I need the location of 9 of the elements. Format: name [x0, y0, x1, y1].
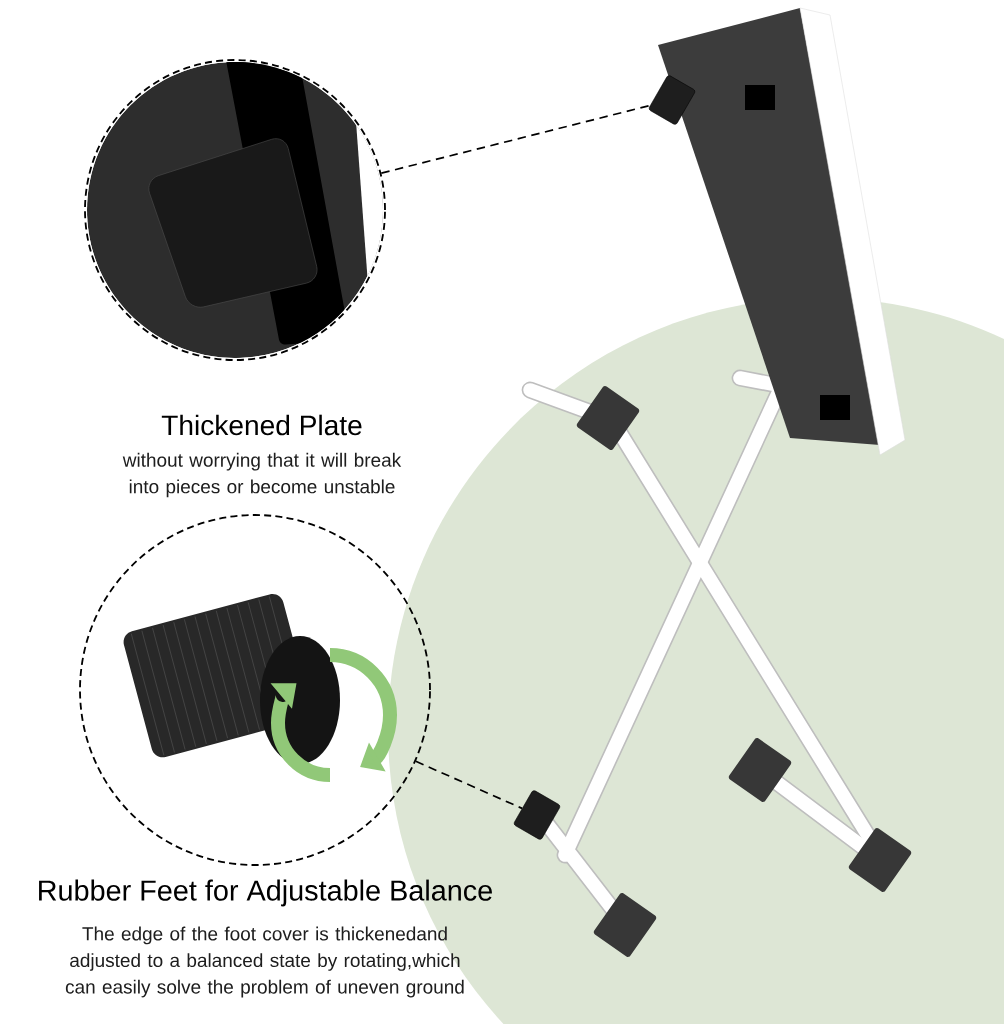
description: The edge of the foot cover is thickenedand adjusted to a balanced state by rotating,which can easily solve the problem of uneven ground — [65, 926, 464, 998]
seat-clip — [648, 75, 696, 125]
heading: Rubber Feet for Adjustable Balance — [39, 879, 492, 907]
leader-line — [380, 104, 651, 174]
rubber-foot — [513, 790, 561, 840]
description: without worrying that it will break into pieces or become unstable — [122, 452, 402, 498]
closeup-inset — [79, 514, 431, 866]
heading: Thickened Plate — [161, 414, 362, 436]
leader-line — [414, 760, 523, 810]
